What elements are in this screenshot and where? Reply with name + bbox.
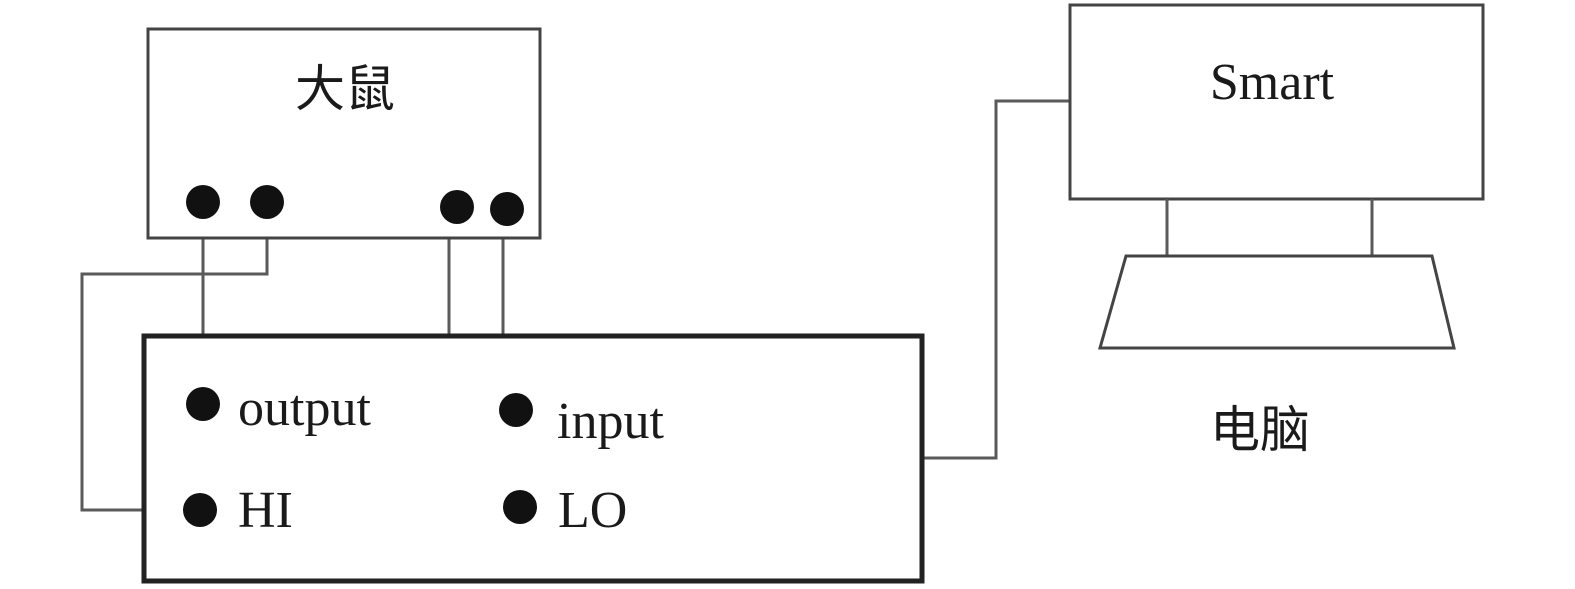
hi-terminal (183, 493, 217, 527)
lo-label: LO (558, 482, 627, 539)
computer-unit: Smart 电脑 (1068, 3, 1485, 459)
monitor-screen (1068, 3, 1485, 201)
hi-label: HI (238, 482, 293, 539)
wire-instrument-to-computer (922, 99, 1070, 460)
rat-terminal-4 (490, 192, 524, 226)
rat-terminal-2 (250, 185, 284, 219)
instrument-box (141, 333, 925, 584)
wire-rat-to-hi (80, 202, 269, 512)
input-terminal (499, 393, 533, 427)
output-terminal (186, 387, 220, 421)
keyboard-base (1098, 254, 1456, 350)
computer-caption: 电脑 (1210, 401, 1310, 459)
lo-terminal (503, 490, 537, 524)
instrument-unit: output input HI LO (141, 333, 925, 584)
rat-terminal-1 (186, 185, 220, 219)
monitor-label: Smart (1210, 54, 1335, 111)
rat-terminal-3 (440, 190, 474, 224)
output-label: output (238, 380, 371, 437)
input-label: input (557, 393, 664, 450)
rat-unit: 大鼠 (146, 27, 542, 240)
rat-label: 大鼠 (295, 60, 395, 118)
